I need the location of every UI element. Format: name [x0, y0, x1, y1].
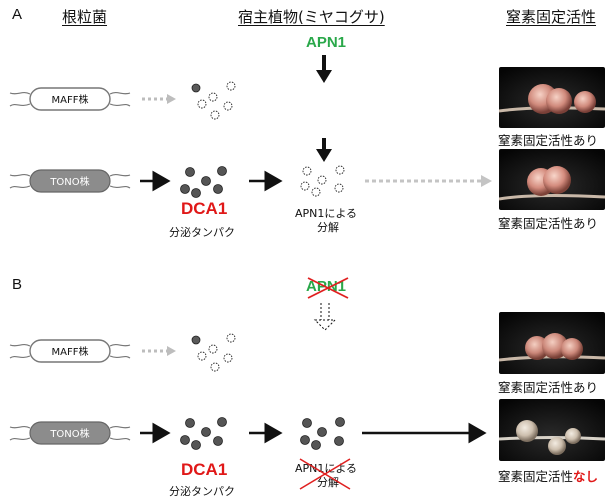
panel-a-degradation-down-arrow [316, 138, 332, 162]
panel-a-secreted-protein-label: 分泌タンパク [169, 226, 235, 239]
panel-b-result-maff: 窒素固定活性あり [498, 380, 599, 395]
panel-a-degraded-protein-cluster [300, 165, 345, 197]
panel-a-maff-bacterium-icon [9, 87, 131, 111]
panel-b-maff-dotted-arrow [142, 346, 176, 356]
panel-a-apn1-down-arrow [316, 55, 332, 83]
nodule-photo-a-tono [499, 149, 605, 210]
panel-b-tono-bacterium-icon [9, 421, 131, 445]
header-host-plant: 宿主植物(ミヤコグサ) [238, 8, 385, 26]
panel-b-maff-protein-cluster [191, 333, 236, 372]
panel-a-maff-strain-label: MAFF株 [52, 93, 89, 106]
panel-b-result-tono-suffix: なし [573, 469, 599, 484]
nodule-photo-b-maff-image [499, 312, 605, 374]
header-nitrogen-fixation: 窒素固定活性 [506, 8, 597, 26]
panel-b-apn1-cross-icon [307, 277, 349, 299]
panel-b-maff-bacterium-icon [9, 339, 131, 363]
panel-a-dca1-protein-cluster [180, 166, 227, 198]
header-rhizobia: 根粒菌 [62, 8, 108, 26]
nodule-photo-b-maff [499, 312, 605, 374]
panel-b-degradation-cross-icon [299, 458, 351, 490]
nodule-photo-a-maff [499, 67, 605, 128]
panel-a-result-maff: 窒素固定活性あり [498, 133, 599, 148]
panel-b-dca1-label: DCA1 [181, 460, 228, 479]
panel-b-letter: B [12, 276, 23, 293]
panel-b-dca1-protein-cluster [180, 417, 227, 450]
panel-a-tono-bacterium-icon [9, 169, 131, 193]
nodule-photo-a-maff-image [499, 67, 605, 128]
panel-b-intact-protein-cluster [300, 417, 345, 450]
panel-b-result-tono-prefix: 窒素固定活性 [498, 469, 574, 484]
panel-a-letter: A [12, 6, 23, 23]
panel-a-result-tono: 窒素固定活性あり [498, 216, 599, 231]
panel-a-tono-strain-label: TONO株 [49, 175, 89, 188]
panel-a-degradation-label-line2: 分解 [317, 221, 339, 234]
panel-b-apn1-dashed-down-arrow [313, 303, 337, 331]
panel-a-maff-dotted-arrow [142, 94, 176, 104]
nodule-photo-b-tono [499, 399, 605, 461]
panel-b-secreted-protein-label: 分泌タンパク [169, 485, 235, 498]
panel-a-degradation-to-result-arrow [365, 175, 492, 187]
nodule-photo-a-tono-image [499, 149, 605, 210]
nodule-photo-b-tono-image [499, 399, 605, 461]
panel-b-maff-strain-label: MAFF株 [52, 345, 89, 358]
panel-a-degradation-label-line1: APN1による [295, 207, 358, 220]
panel-a-dca1-label: DCA1 [181, 199, 228, 218]
panel-a-apn1-label: APN1 [306, 34, 347, 51]
panel-b-result-tono: 窒素固定活性なし [498, 466, 598, 485]
panel-a-maff-protein-cluster [191, 81, 236, 120]
panel-b-tono-strain-label: TONO株 [49, 427, 89, 440]
